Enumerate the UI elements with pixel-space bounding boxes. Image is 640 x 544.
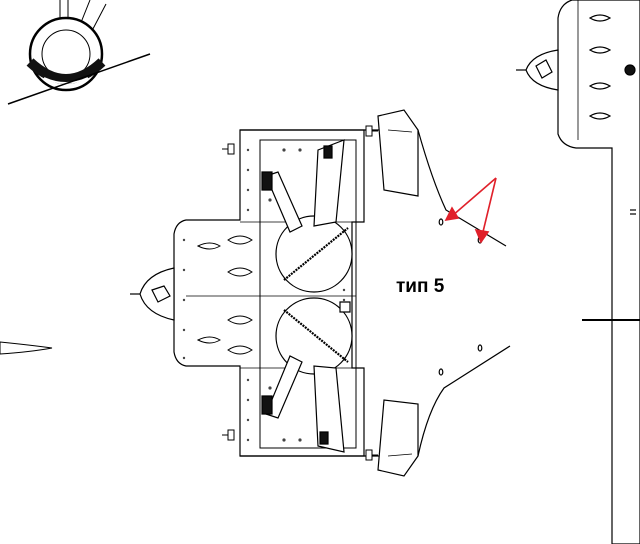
engine-spinner <box>130 268 174 320</box>
rivet-dots <box>182 148 346 442</box>
engine-louvres <box>198 236 252 354</box>
mounting-pins <box>222 126 378 460</box>
flap-tabs <box>378 110 418 476</box>
fuselage-right <box>516 0 640 544</box>
indicator-arrows <box>446 178 496 242</box>
wing-center-section <box>174 130 380 456</box>
type-caption: тип 5 <box>396 276 445 297</box>
wing-tip-left <box>0 342 52 354</box>
landing-gear-wheel <box>8 0 150 104</box>
